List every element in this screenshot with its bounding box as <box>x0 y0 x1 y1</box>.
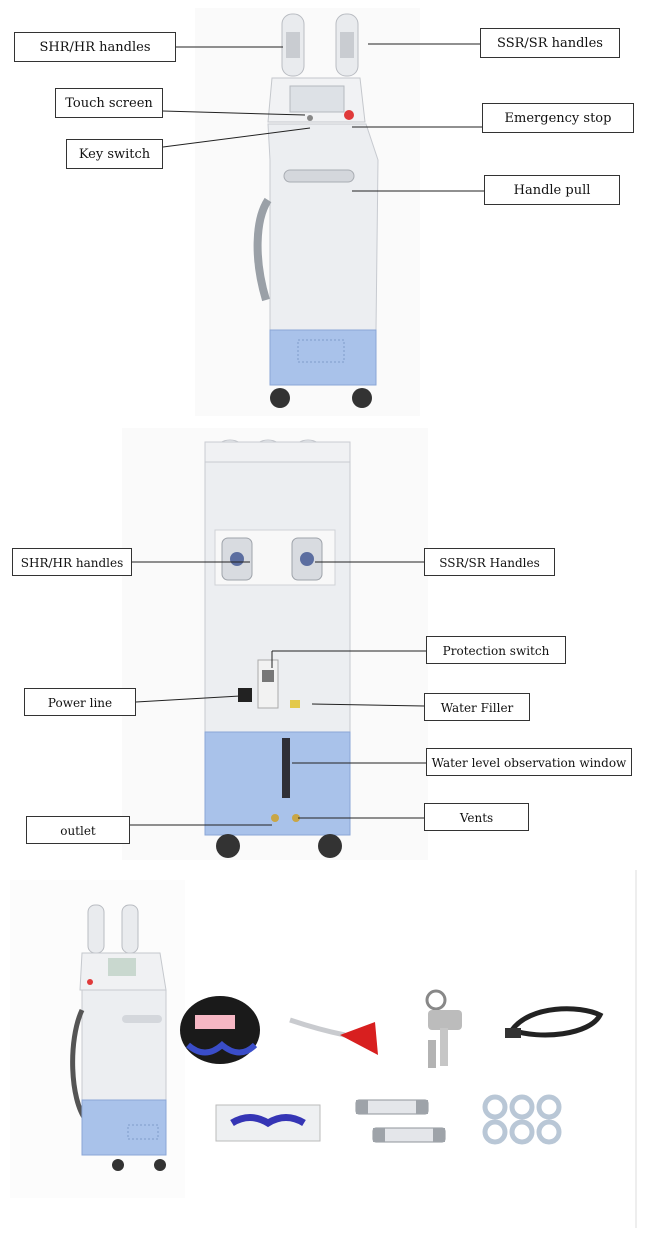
label-key-switch: Key switch <box>66 139 163 169</box>
label-shr-hr-handles-back: SHR/HR handles <box>12 548 132 576</box>
label-handle-pull: Handle pull <box>484 175 620 205</box>
accessories-photo <box>10 870 637 1228</box>
label-protection-switch: Protection switch <box>426 636 566 664</box>
label-vents: Vents <box>424 803 529 831</box>
label-ssr-sr-handles-front: SSR/SR handles <box>480 28 620 58</box>
front-machine <box>253 13 379 408</box>
label-ssr-sr-handles-back: SSR/SR Handles <box>424 548 555 576</box>
label-outlet: outlet <box>26 816 130 844</box>
label-shr-hr-handles-front: SHR/HR handles <box>14 32 176 62</box>
label-power-line: Power line <box>24 688 136 716</box>
label-touch-screen: Touch screen <box>55 88 163 118</box>
label-water-filler: Water Filler <box>424 693 530 721</box>
label-water-level-window: Water level observation window <box>426 748 632 776</box>
label-emergency-stop: Emergency stop <box>482 103 634 133</box>
back-machine <box>122 428 428 860</box>
leader-lines <box>130 43 484 826</box>
